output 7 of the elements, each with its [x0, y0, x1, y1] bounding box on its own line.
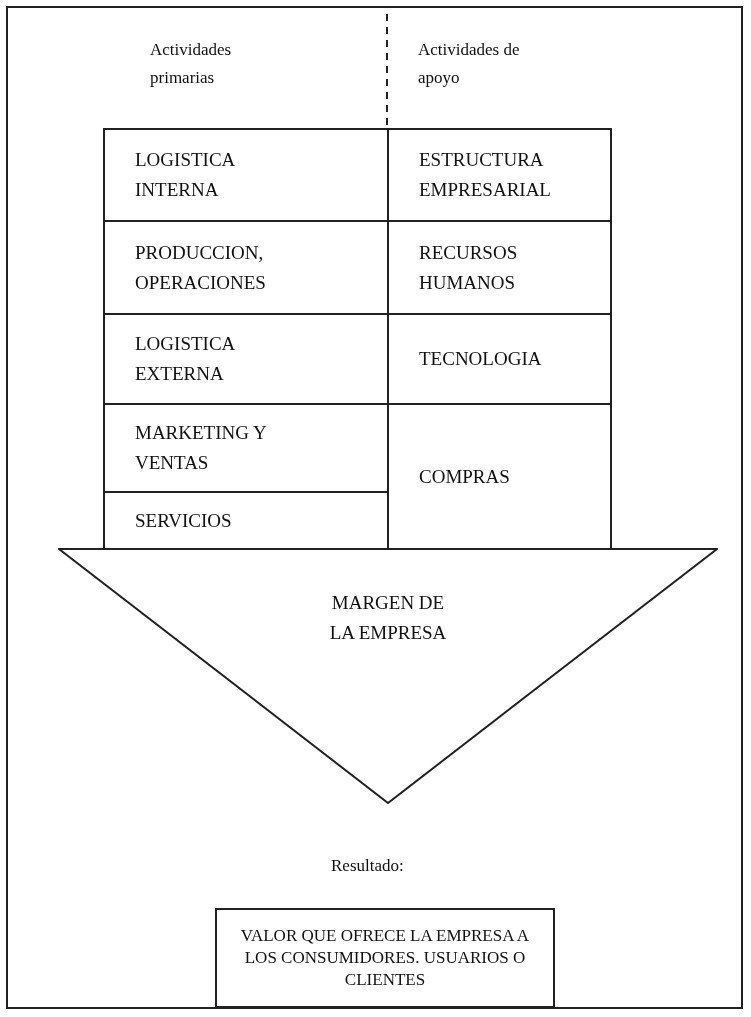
- triangle-label: MARGEN DE LA EMPRESA: [328, 591, 448, 645]
- activity-cell: LOGISTICA INTERNA: [103, 128, 389, 222]
- activity-cell: ESTRUCTURA EMPRESARIAL: [387, 128, 612, 222]
- result-heading: Resultado:: [331, 855, 405, 877]
- column-heading: Actividades de apoyo: [418, 39, 521, 89]
- result-box: VALOR QUE OFRECE LA EMPRESA A LOS CONSUMIDORES. USUARIOS O CLIENTES: [215, 908, 555, 1008]
- column-heading: Actividades primarias: [150, 39, 233, 89]
